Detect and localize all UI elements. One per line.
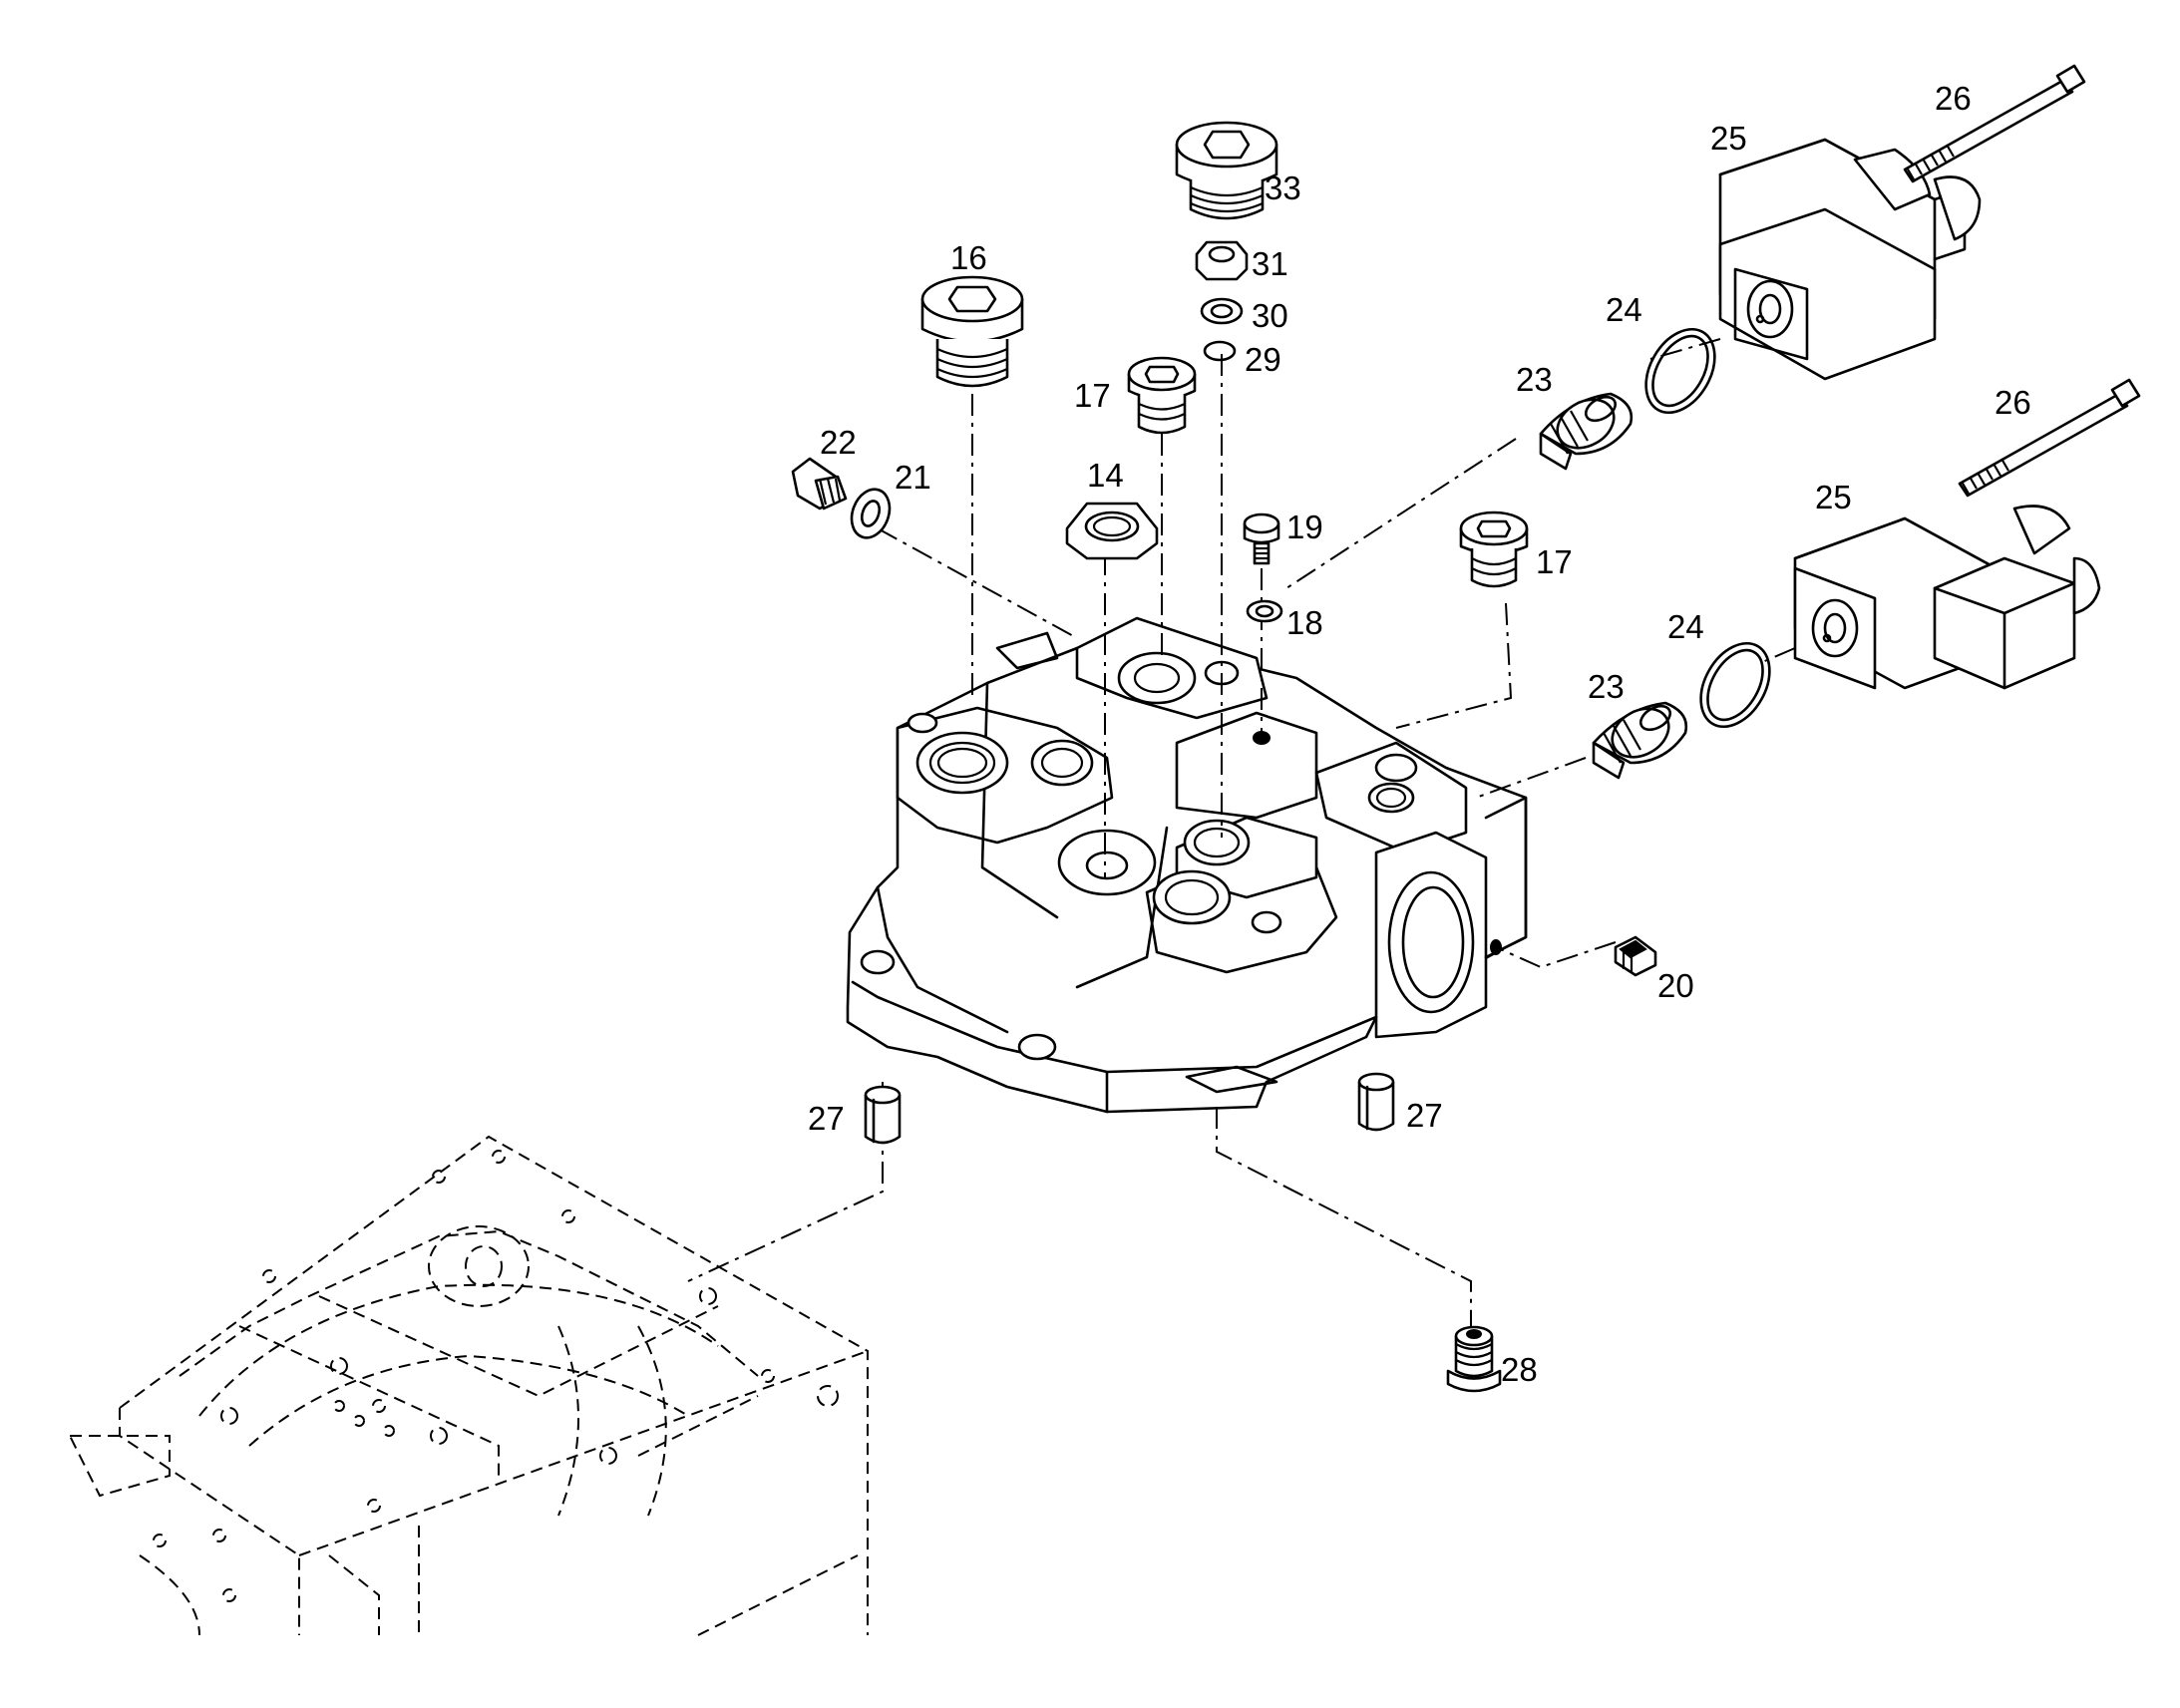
part-24-oring-lower (1699, 641, 1771, 729)
housing-ghost-outline (68, 1135, 869, 1636)
callout-20: 20 (1657, 967, 1694, 1004)
callout-24-lower: 24 (1667, 608, 1704, 645)
part-25-solenoid-lower (1793, 505, 2101, 690)
part-22-plug (791, 457, 848, 511)
part-24-oring-upper (1644, 327, 1716, 415)
part-17-plug-upper (1127, 356, 1197, 435)
part-28-plug (1446, 1325, 1502, 1393)
part-33-plug (1175, 121, 1278, 220)
callout-31: 31 (1252, 245, 1288, 282)
part-17-plug-right (1459, 511, 1529, 588)
callout-17-right: 17 (1536, 543, 1573, 580)
callout-29: 29 (1245, 341, 1281, 378)
part-16-plug (920, 275, 1024, 388)
callout-19: 19 (1286, 509, 1323, 545)
callout-27-right: 27 (1406, 1097, 1443, 1134)
part-31-nut (1195, 240, 1249, 281)
part-20-setscrew (1614, 935, 1657, 977)
callout-23-upper: 23 (1516, 361, 1553, 398)
part-27-dowel-left (864, 1085, 902, 1145)
callout-26-upper: 26 (1935, 80, 1972, 117)
callout-25-lower: 25 (1815, 479, 1852, 515)
part-23-fitting-lower (1592, 701, 1688, 780)
callout-18: 18 (1286, 604, 1323, 641)
part-23-fitting-upper (1539, 392, 1634, 471)
part-19-bolt (1243, 512, 1280, 565)
part-21-washer (850, 488, 892, 539)
callout-25-upper: 25 (1710, 120, 1747, 157)
part-30-washer (1200, 297, 1244, 325)
callout-24-upper: 24 (1606, 291, 1642, 328)
callout-33: 33 (1265, 170, 1301, 206)
part-29-oring (1203, 340, 1237, 362)
part-26-bolt-lower (1958, 378, 2141, 498)
callout-22: 22 (820, 424, 857, 461)
callout-26-lower: 26 (1995, 384, 2031, 421)
callout-labels: 33 31 30 29 16 17 14 22 21 19 18 17 23 2… (808, 80, 2031, 1388)
callout-21: 21 (895, 459, 931, 496)
part-25-solenoid-upper (1718, 138, 1982, 381)
callout-23-lower: 23 (1588, 668, 1625, 705)
part-26-bolt-upper (1903, 64, 2086, 183)
cover-body (846, 616, 1528, 1114)
callout-30: 30 (1252, 297, 1288, 334)
callout-14: 14 (1087, 457, 1124, 494)
callout-17-upper: 17 (1074, 377, 1111, 414)
part-27-dowel-right (1357, 1072, 1395, 1132)
callout-28: 28 (1501, 1351, 1538, 1388)
part-14-nut (1065, 502, 1159, 560)
callout-27-left: 27 (808, 1100, 845, 1137)
callout-16: 16 (950, 239, 987, 276)
part-18-washer (1246, 599, 1283, 623)
